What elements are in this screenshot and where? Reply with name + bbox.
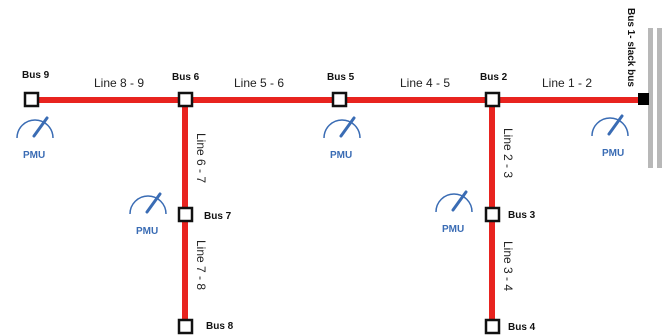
line-label-line56: Line 5 - 6	[234, 76, 284, 90]
bus-label-bus2: Bus 2	[480, 72, 508, 83]
bus-labels: Bus 9 Bus 6 Bus 5 Bus 2 Bus 1- slack bus…	[22, 8, 636, 333]
bus-node-bus7[interactable]	[177, 206, 194, 223]
gauge-icon	[435, 190, 473, 213]
bus-node-bus1[interactable]	[638, 93, 649, 105]
pmu-bus1[interactable]: PMU	[591, 114, 629, 159]
bus-label-bus3: Bus 3	[508, 210, 536, 221]
line-label-line34: Line 3 - 4	[501, 241, 515, 291]
line-label-line23: Line 2 - 3	[501, 128, 515, 178]
bus-node-bus6[interactable]	[177, 91, 194, 108]
pmu-label: PMU	[442, 224, 464, 235]
slack-bus-bar	[657, 28, 662, 168]
bus-node-bus4[interactable]	[484, 318, 501, 335]
bus-label-bus5: Bus 5	[327, 72, 355, 83]
bus-nodes	[23, 91, 649, 335]
bus-label-bus7: Bus 7	[204, 211, 232, 222]
pmu-label: PMU	[330, 150, 352, 161]
bus-label-bus1: Bus 1- slack bus	[625, 8, 636, 87]
line-label-line78: Line 7 - 8	[194, 240, 208, 290]
line-label-line67: Line 6 - 7	[194, 133, 208, 183]
pmu-label: PMU	[602, 148, 624, 159]
gauge-icon	[16, 116, 54, 139]
gauge-icon	[323, 116, 361, 139]
line-labels: Line 8 - 9 Line 5 - 6 Line 4 - 5 Line 1 …	[94, 76, 592, 291]
transmission-lines	[31, 97, 645, 326]
gauge-icon	[591, 114, 629, 137]
line-label-line89: Line 8 - 9	[94, 76, 144, 90]
bus-label-bus9: Bus 9	[22, 70, 50, 81]
bus-label-bus4: Bus 4	[508, 322, 536, 333]
line-label-line45: Line 4 - 5	[400, 76, 450, 90]
pmu-devices: PMU PMU PMU PMU	[16, 114, 629, 237]
pmu-bus5[interactable]: PMU	[323, 116, 361, 161]
bus-node-bus9[interactable]	[23, 91, 40, 108]
slack-bus-bar	[648, 28, 653, 168]
pmu-label: PMU	[136, 226, 158, 237]
pmu-bus9[interactable]: PMU	[16, 116, 54, 161]
pmu-label: PMU	[23, 150, 45, 161]
bus-node-bus8[interactable]	[177, 318, 194, 335]
bus-node-bus2[interactable]	[484, 91, 501, 108]
pmu-bus7[interactable]: PMU	[129, 192, 167, 237]
bus-label-bus8: Bus 8	[206, 321, 234, 332]
bus-node-bus5[interactable]	[331, 91, 348, 108]
bus-node-bus3[interactable]	[484, 206, 501, 223]
bus-label-bus6: Bus 6	[172, 72, 200, 83]
line-label-line12: Line 1 - 2	[542, 76, 592, 90]
gauge-icon	[129, 192, 167, 215]
pmu-bus3[interactable]: PMU	[435, 190, 473, 235]
